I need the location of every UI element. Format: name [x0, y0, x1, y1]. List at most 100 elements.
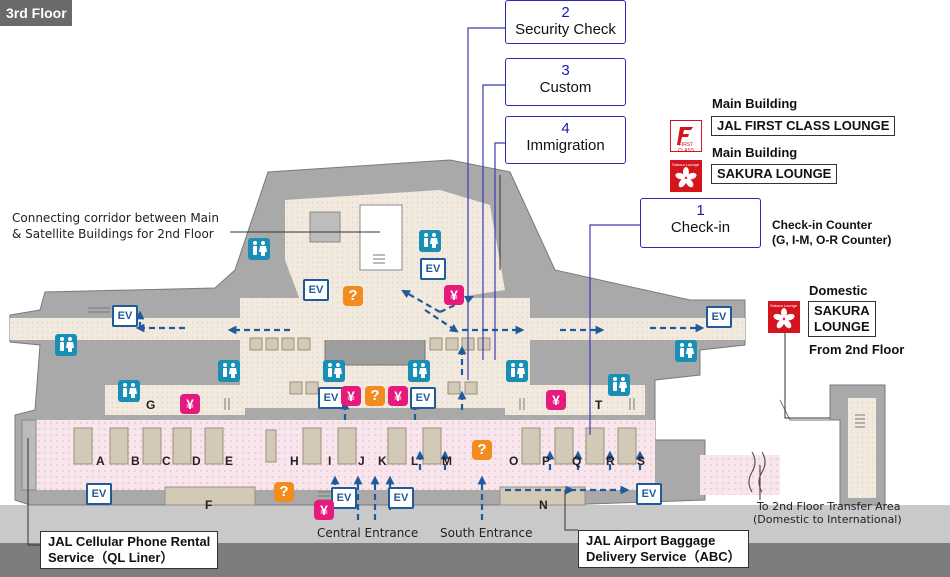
- counter-a: A: [96, 454, 105, 468]
- currency-exchange-icon: ¥: [180, 394, 200, 414]
- domestic-note: From 2nd Floor: [809, 342, 905, 357]
- room-block: [309, 211, 341, 243]
- first-class-logo-mark: [677, 127, 693, 145]
- first-class-logo: FIRST CLASS: [670, 120, 702, 154]
- first-class-logo-text: FIRST CLASS: [677, 142, 695, 154]
- step-number: 2: [561, 4, 570, 21]
- elevator-icon: EV: [410, 387, 436, 409]
- callout-lines: [467, 27, 640, 435]
- currency-exchange-icon: ¥: [388, 386, 408, 406]
- corridor-shaft: [359, 204, 403, 271]
- counter-k: K: [378, 454, 387, 468]
- step-label: Immigration: [526, 137, 605, 154]
- step-security-check[interactable]: 2 Security Check: [505, 0, 626, 44]
- west-wall-strip: [21, 419, 37, 491]
- restroom-icon: [419, 230, 441, 252]
- counter-p: P: [542, 454, 551, 468]
- step-custom[interactable]: 3 Custom: [505, 58, 626, 106]
- elevator-icon: EV: [636, 483, 662, 505]
- phone-rental-line-2: Service（QL Liner）: [48, 550, 174, 565]
- sakura-lounge-name[interactable]: SAKURA LOUNGE: [711, 164, 838, 184]
- domestic-sakura-lounge-name[interactable]: SAKURA LOUNGE: [808, 301, 876, 337]
- restroom-figure: [511, 363, 525, 378]
- transfer-note-line-1: To 2nd Floor Transfer Area: [757, 500, 901, 513]
- first-class-building: Main Building: [712, 96, 798, 111]
- counter-m: M: [442, 454, 452, 468]
- counter-b: B: [131, 454, 140, 468]
- baggage-delivery-service[interactable]: JAL Airport Baggage Delivery Service（ABC…: [578, 530, 749, 568]
- restroom-figure: [253, 241, 267, 256]
- restroom-figure: [680, 343, 694, 358]
- restroom-figure: [123, 383, 137, 398]
- counter-s: S: [637, 454, 646, 468]
- central-entrance-label: Central Entrance: [317, 526, 419, 540]
- step-immigration[interactable]: 4 Immigration: [505, 116, 626, 164]
- counter-c: C: [162, 454, 171, 468]
- counter-h: H: [290, 454, 299, 468]
- corridor-note-line-1: Connecting corridor between Main: [12, 211, 219, 225]
- elevator-icon: EV: [706, 306, 732, 328]
- sakura-flower-icon: [675, 167, 697, 188]
- information-icon: ?: [274, 482, 294, 502]
- baggage-delivery-line-1: JAL Airport Baggage: [586, 533, 716, 548]
- restroom-icon: [408, 360, 430, 382]
- currency-exchange-icon: ¥: [444, 285, 464, 305]
- restroom-figure: [424, 233, 438, 248]
- currency-exchange-icon: ¥: [314, 500, 334, 520]
- counter-t: T: [595, 398, 603, 412]
- counter-e: E: [225, 454, 234, 468]
- counter-i: I: [328, 454, 332, 468]
- checkin-counter-detail: (G, I-M, O-R Counter): [772, 233, 892, 247]
- restroom-icon: [248, 238, 270, 260]
- counter-l: L: [411, 454, 419, 468]
- counter-j: J: [358, 454, 365, 468]
- currency-exchange-icon: ¥: [341, 386, 361, 406]
- elevator-icon: EV: [331, 487, 357, 509]
- domestic-name-line-1: SAKURA: [814, 303, 870, 318]
- domestic-title: Domestic: [809, 283, 868, 298]
- elevator-icon: EV: [86, 483, 112, 505]
- phone-rental-service[interactable]: JAL Cellular Phone Rental Service（QL Lin…: [40, 531, 219, 569]
- east-west-corridor: [10, 318, 745, 340]
- information-icon: ?: [365, 386, 385, 406]
- domestic-name-line-2: LOUNGE: [814, 319, 870, 334]
- transfer-floor: [848, 398, 876, 498]
- transfer-link: [700, 455, 780, 495]
- counter-r: R: [606, 454, 615, 468]
- restroom-icon: [506, 360, 528, 382]
- counter-n: N: [539, 498, 548, 512]
- stairs: [88, 254, 865, 501]
- counter-d: D: [192, 454, 201, 468]
- step-check-in[interactable]: 1 Check-in: [640, 198, 761, 248]
- information-icon: ?: [343, 286, 363, 306]
- transfer-note-line-2: (Domestic to International): [753, 513, 902, 526]
- south-entrance-label: South Entrance: [440, 526, 533, 540]
- elevator-icon: EV: [303, 279, 329, 301]
- restroom-figure: [613, 377, 627, 392]
- step-label: Custom: [539, 79, 592, 96]
- counter-blocks: [73, 337, 637, 506]
- sakura-logo-text: Sakura Lounge: [672, 162, 700, 167]
- domestic-sakura-logo: Sakura Lounge: [768, 301, 800, 333]
- counter-o: O: [509, 454, 519, 468]
- route-arrows: [135, 289, 705, 520]
- phone-rental-line-1: JAL Cellular Phone Rental: [48, 534, 211, 549]
- step-number: 3: [561, 62, 570, 79]
- floor-label: 3rd Floor: [0, 0, 72, 26]
- restroom-icon: [608, 374, 630, 396]
- step-label: Check-in: [670, 219, 731, 236]
- corridor-note-line-2: & Satellite Buildings for 2nd Floor: [12, 227, 214, 241]
- note-lines: [27, 175, 830, 546]
- domestic-sakura-logo-text: Sakura Lounge: [770, 303, 798, 308]
- counter-q: Q: [572, 454, 582, 468]
- elevator-icon: EV: [112, 305, 138, 327]
- currency-exchange-icon: ¥: [546, 390, 566, 410]
- counter-g: G: [146, 398, 156, 412]
- restroom-icon: [55, 334, 77, 356]
- elevator-icon: EV: [388, 487, 414, 509]
- restroom-icon: [218, 360, 240, 382]
- first-class-lounge-name[interactable]: JAL FIRST CLASS LOUNGE: [711, 116, 896, 136]
- elevator-icon: EV: [420, 258, 446, 280]
